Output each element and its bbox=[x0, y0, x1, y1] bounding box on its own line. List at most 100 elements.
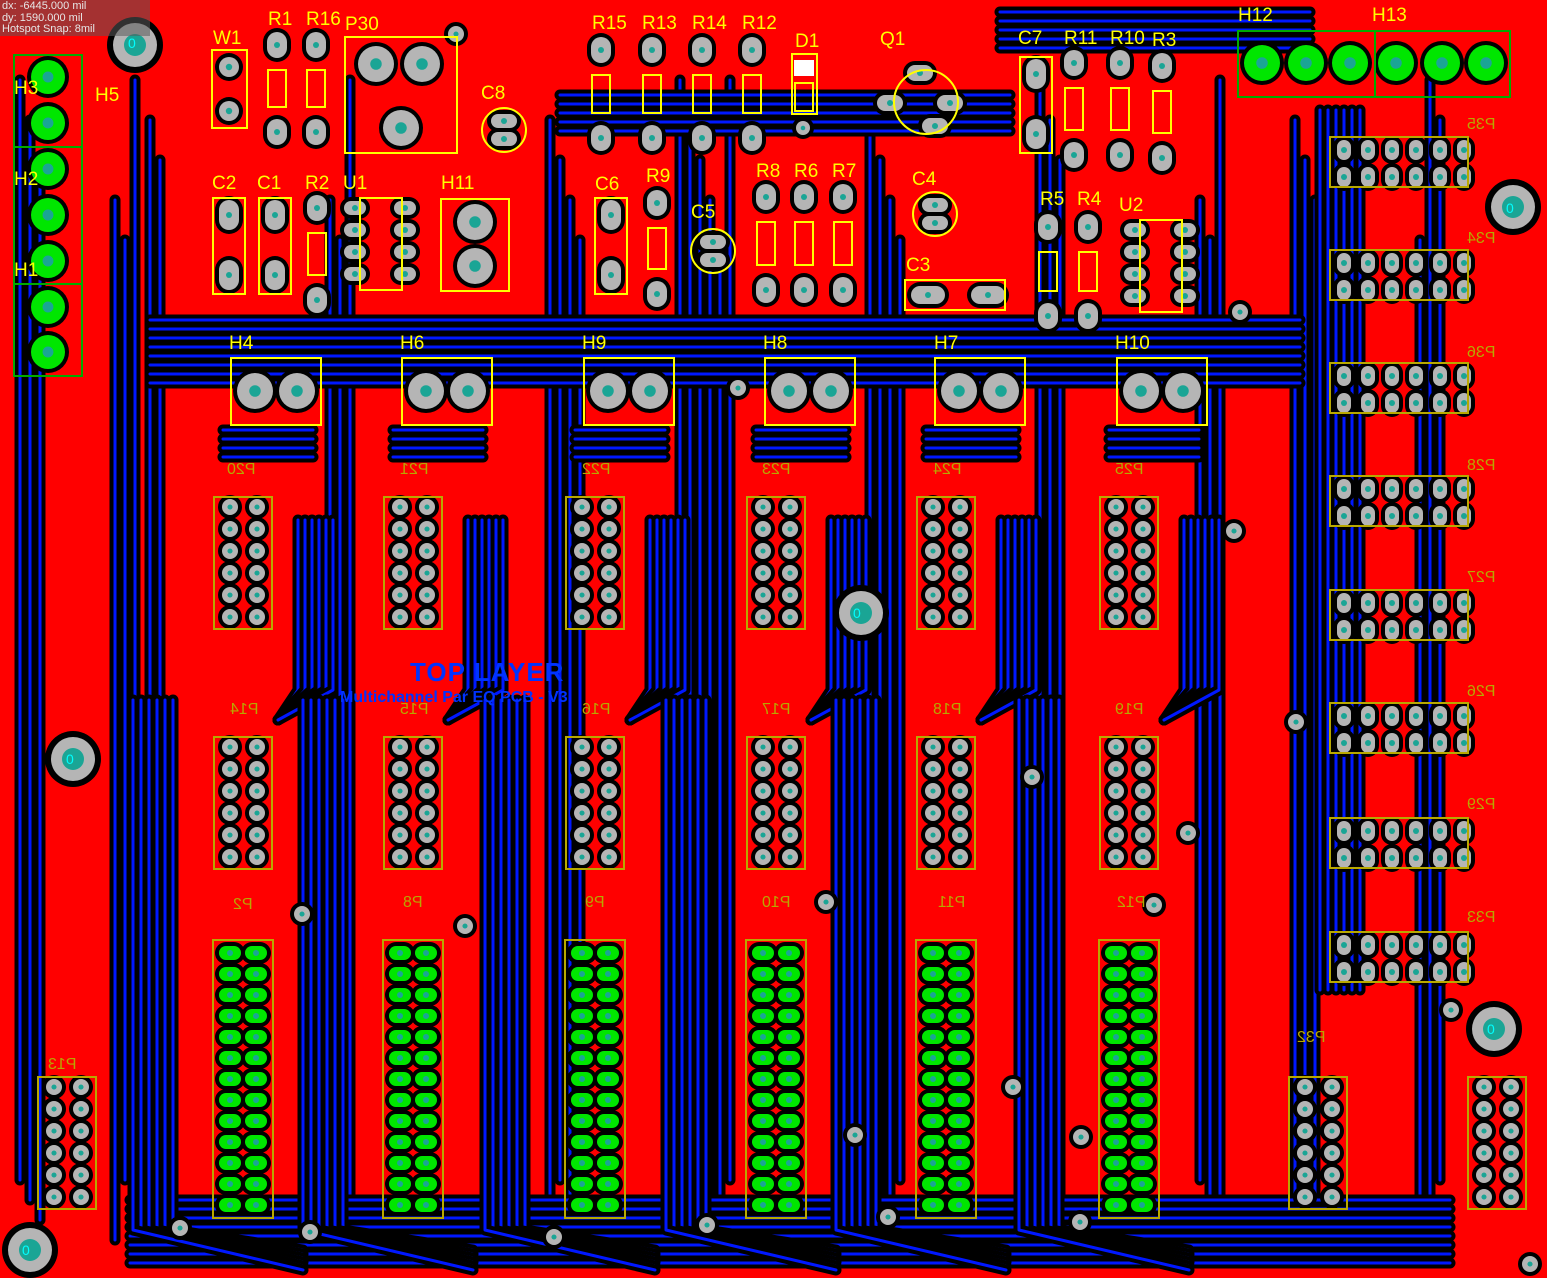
drill bbox=[957, 810, 963, 816]
drill bbox=[1139, 1160, 1145, 1166]
drill bbox=[1413, 627, 1419, 633]
designator-p17: P17 bbox=[762, 701, 791, 718]
drill bbox=[786, 971, 792, 977]
silk-outline bbox=[564, 939, 626, 1219]
drill bbox=[930, 1013, 936, 1019]
mounting-hole-label: 0 bbox=[1506, 200, 1514, 216]
drill bbox=[1413, 855, 1419, 861]
drill bbox=[930, 950, 936, 956]
drill bbox=[930, 526, 936, 532]
drill bbox=[1389, 287, 1395, 293]
designator-h10: H10 bbox=[1115, 333, 1150, 354]
designator-p24: P24 bbox=[933, 461, 962, 478]
drill bbox=[786, 1076, 792, 1082]
drill bbox=[1344, 57, 1356, 69]
drill bbox=[462, 385, 474, 397]
drill bbox=[956, 1202, 962, 1208]
drill bbox=[1045, 313, 1051, 319]
silk-outline bbox=[764, 357, 856, 426]
drill bbox=[416, 58, 428, 70]
drill bbox=[710, 239, 716, 245]
drill bbox=[930, 1097, 936, 1103]
drill bbox=[1139, 992, 1145, 998]
bottom-trace bbox=[628, 518, 687, 722]
drill bbox=[887, 100, 893, 106]
drill bbox=[352, 271, 358, 277]
drill bbox=[1302, 1084, 1308, 1090]
silk-outline bbox=[213, 736, 273, 870]
silk-outline bbox=[690, 228, 736, 274]
mounting-hole-drill bbox=[1502, 196, 1524, 218]
drill bbox=[1481, 1128, 1487, 1134]
drill bbox=[1389, 600, 1395, 606]
drill bbox=[42, 301, 54, 313]
drill bbox=[1293, 719, 1299, 725]
drill bbox=[424, 832, 430, 838]
drill bbox=[1341, 513, 1347, 519]
drill bbox=[1341, 400, 1347, 406]
designator-r6: R6 bbox=[794, 161, 819, 182]
component-pads[interactable] bbox=[2, 17, 1542, 1278]
drill bbox=[423, 1160, 429, 1166]
drill bbox=[1389, 627, 1395, 633]
drill bbox=[424, 592, 430, 598]
silk-outline bbox=[1099, 496, 1159, 630]
drill bbox=[1461, 147, 1467, 153]
drill bbox=[249, 385, 261, 397]
drill bbox=[1461, 174, 1467, 180]
silk-outline bbox=[1329, 362, 1469, 414]
drill bbox=[1139, 1139, 1145, 1145]
drill bbox=[78, 1150, 84, 1156]
drill bbox=[1182, 249, 1188, 255]
drill bbox=[579, 570, 585, 576]
drill bbox=[1527, 1261, 1533, 1267]
silk-outline bbox=[1019, 56, 1053, 154]
drill bbox=[760, 810, 766, 816]
mounting-hole-label: 0 bbox=[128, 35, 136, 51]
drill bbox=[1365, 855, 1371, 861]
silk-outline bbox=[211, 49, 248, 129]
drill bbox=[606, 788, 612, 794]
drill bbox=[787, 744, 793, 750]
drill bbox=[930, 570, 936, 576]
drill bbox=[1132, 249, 1138, 255]
drill bbox=[956, 1097, 962, 1103]
drill bbox=[253, 992, 259, 998]
drill bbox=[649, 135, 655, 141]
designator-h4: H4 bbox=[229, 333, 254, 354]
designator-r7: R7 bbox=[832, 161, 857, 182]
drill bbox=[253, 1202, 259, 1208]
drill bbox=[227, 504, 233, 510]
drill bbox=[1481, 1194, 1487, 1200]
drill bbox=[227, 1013, 233, 1019]
drill bbox=[423, 1097, 429, 1103]
silk-outline bbox=[383, 496, 443, 630]
drill bbox=[930, 1139, 936, 1145]
drill bbox=[1329, 1172, 1335, 1178]
drill bbox=[1113, 1097, 1119, 1103]
drill bbox=[1461, 373, 1467, 379]
drill bbox=[735, 385, 741, 391]
drill bbox=[453, 31, 459, 37]
drill bbox=[1413, 942, 1419, 948]
drill bbox=[501, 118, 507, 124]
drill bbox=[227, 950, 233, 956]
drill bbox=[1389, 513, 1395, 519]
drill bbox=[760, 832, 766, 838]
drill bbox=[957, 548, 963, 554]
drill bbox=[1182, 227, 1188, 233]
drill bbox=[424, 744, 430, 750]
drill bbox=[1085, 224, 1091, 230]
drill bbox=[1113, 1160, 1119, 1166]
drill bbox=[1437, 174, 1443, 180]
drill bbox=[1185, 830, 1191, 836]
drill bbox=[1140, 766, 1146, 772]
designator-p12: P12 bbox=[1117, 894, 1146, 911]
drill bbox=[1302, 1106, 1308, 1112]
drill bbox=[787, 570, 793, 576]
drill bbox=[760, 744, 766, 750]
designator-u2: U2 bbox=[1119, 195, 1144, 216]
drill bbox=[1329, 1084, 1335, 1090]
drill bbox=[1413, 740, 1419, 746]
